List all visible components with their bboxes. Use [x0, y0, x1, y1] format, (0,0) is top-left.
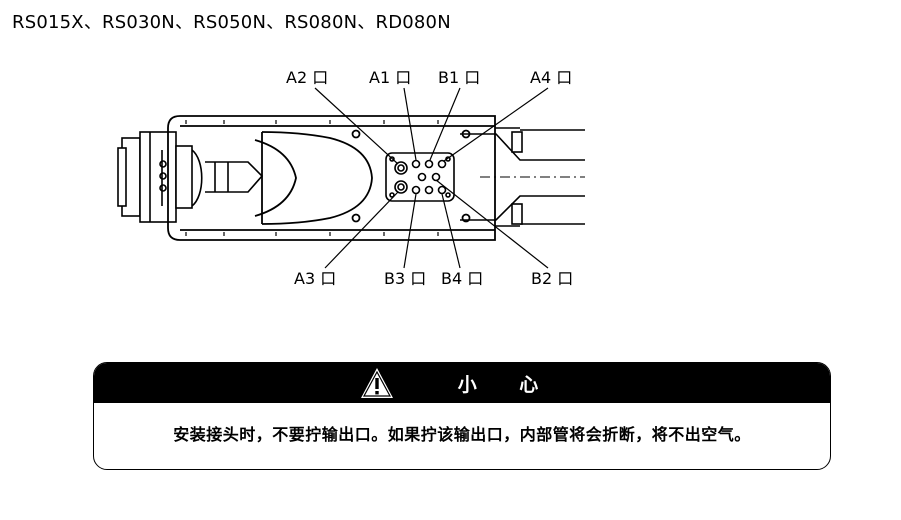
port-label-b2: B2 口 — [531, 269, 573, 288]
port-label-b3: B3 口 — [384, 269, 426, 288]
port-label-a2: A2 口 — [286, 68, 328, 87]
port-label-a3: A3 口 — [294, 269, 336, 288]
motor-unit — [117, 131, 264, 223]
port-label-a4: A4 口 — [530, 68, 572, 87]
arm-extension — [460, 127, 585, 227]
warning-triangle-icon — [361, 368, 393, 398]
caution-header: 小 心 — [94, 363, 830, 403]
model-list: RS015X、RS030N、RS050N、RS080N、RD080N — [12, 12, 451, 33]
port-plate — [385, 152, 455, 202]
port-label-b1: B1 口 — [438, 68, 480, 87]
caution-text: 安装接头时，不要拧输出口。如果拧该输出口，内部管将会折断，将不出空气。 — [173, 425, 751, 444]
caution-box: 小 心 安装接头时，不要拧输出口。如果拧该输出口，内部管将会折断，将不出空气。 — [93, 362, 831, 470]
robot-arm-port-diagram: A2 口 A1 口 B1 口 A4 口 A3 口 B3 口 B4 口 B2 口 — [117, 68, 585, 288]
port-label-a1: A1 口 — [369, 68, 411, 87]
leader-lines — [314, 87, 549, 269]
port-label-b4: B4 口 — [441, 269, 483, 288]
caution-title: 小 心 — [457, 373, 557, 396]
